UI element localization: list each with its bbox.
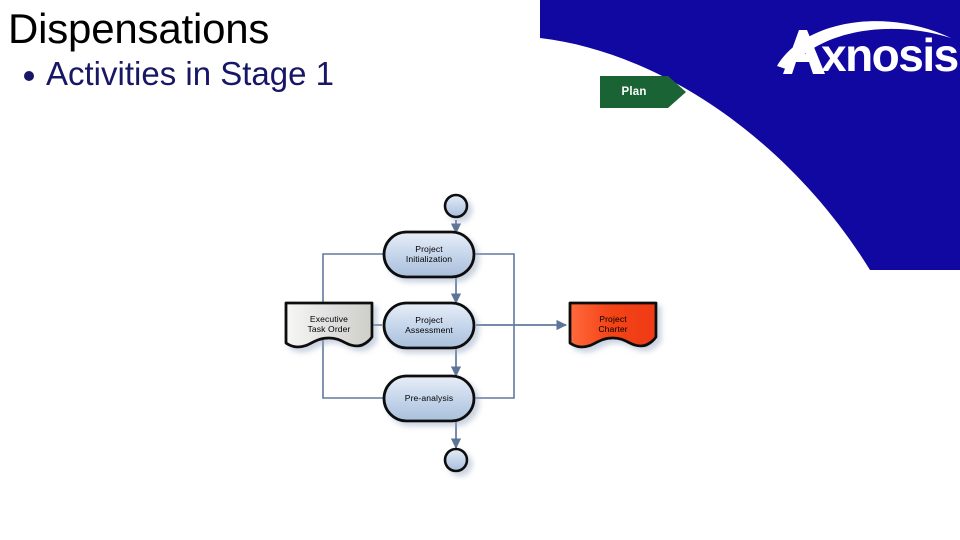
bullet-item: Activities in Stage 1 xyxy=(8,54,568,92)
svg-text:xnosis: xnosis xyxy=(821,29,958,78)
node-project-initialization xyxy=(382,230,476,279)
node-pre-analysis xyxy=(382,374,476,423)
bullet-item-label: Activities in Stage 1 xyxy=(46,54,334,92)
node-project-charter xyxy=(568,301,658,349)
node-start xyxy=(443,193,469,219)
chevron-right-icon xyxy=(600,76,686,108)
axnosis-logo: xnosis xyxy=(755,8,960,78)
connector-loop-right xyxy=(474,253,515,399)
title-block: Dispensations Activities in Stage 1 xyxy=(8,5,568,92)
phase-banner-plan: Plan xyxy=(600,76,686,108)
page-title: Dispensations xyxy=(8,5,270,52)
phase-banner-label: Plan xyxy=(621,86,647,98)
node-end xyxy=(443,447,469,473)
node-executive-task-order xyxy=(284,301,374,349)
bullet-dot-icon xyxy=(24,71,34,82)
flowchart: Project Initialization Executive Task Or… xyxy=(270,180,690,480)
node-project-assessment xyxy=(382,301,476,350)
